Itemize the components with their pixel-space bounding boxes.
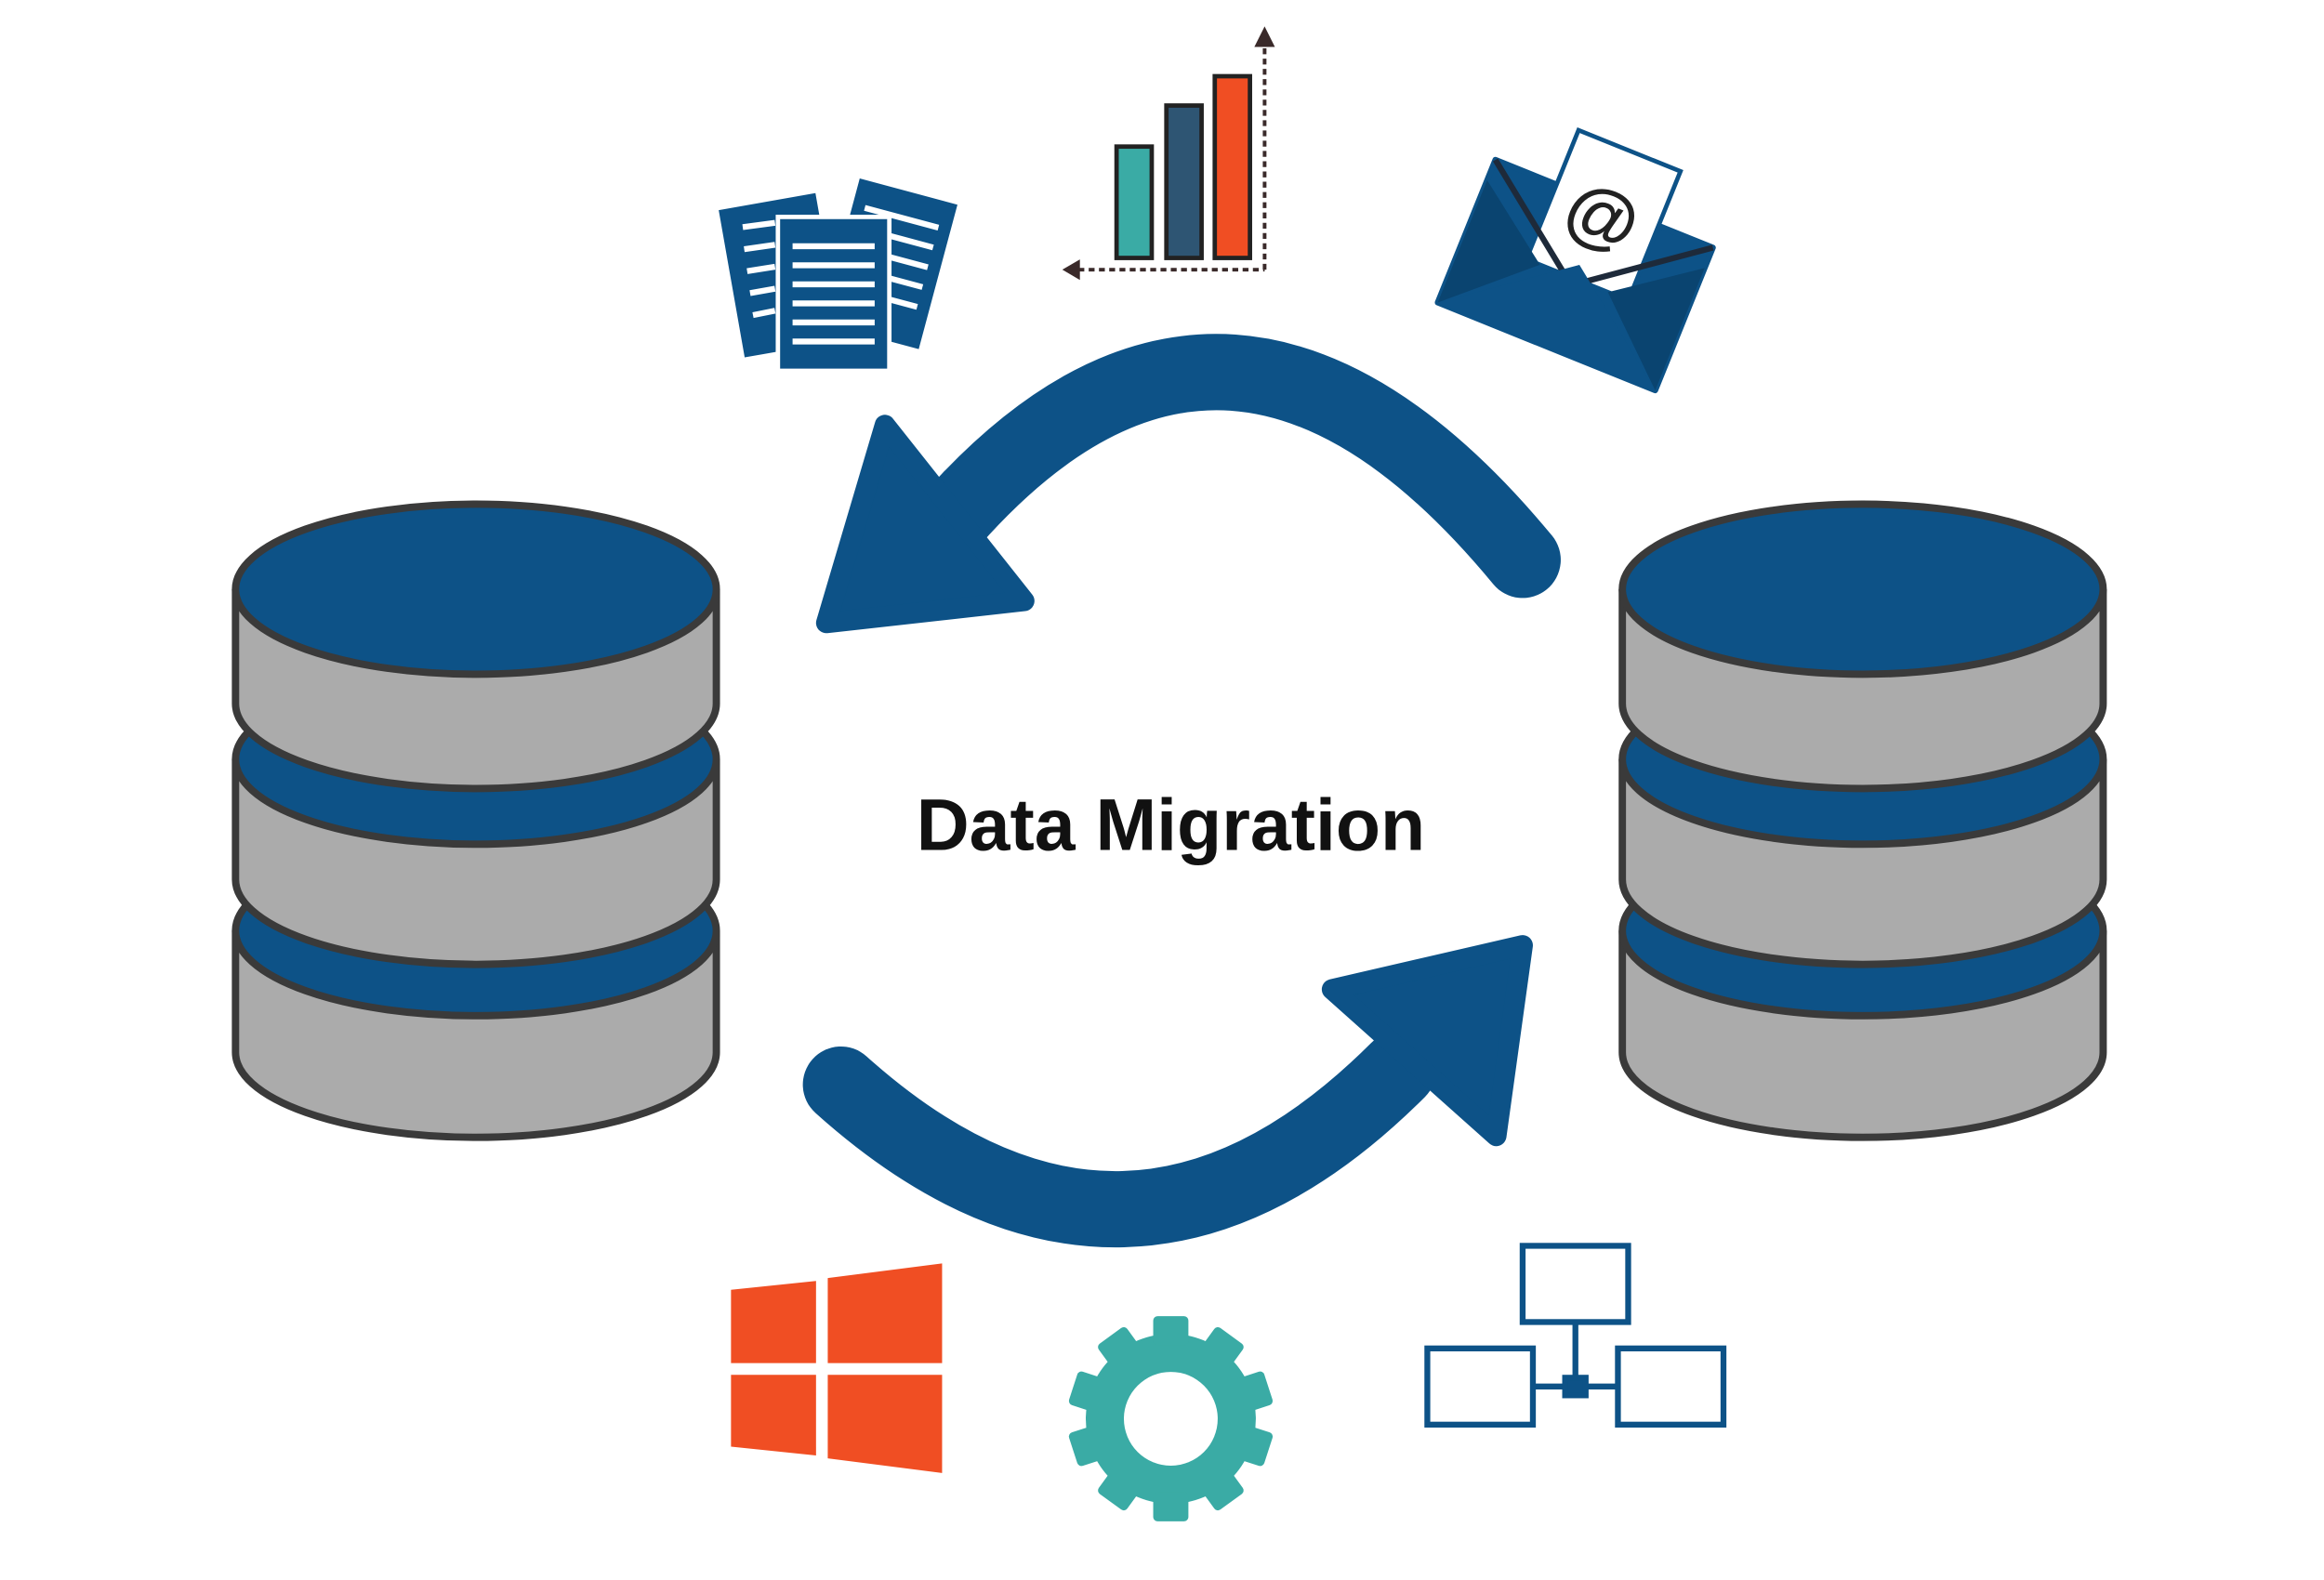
email-icon: @ bbox=[1434, 126, 1716, 394]
diagram-title: Data Migration bbox=[917, 784, 1425, 866]
gear-icon bbox=[1068, 1316, 1274, 1521]
arrow-left-icon bbox=[815, 334, 1561, 634]
windows-icon bbox=[731, 1263, 943, 1473]
bar-chart-icon bbox=[1062, 26, 1275, 281]
arrow-right-icon bbox=[802, 935, 1533, 1248]
database-target-icon bbox=[1618, 500, 2107, 1141]
database-source-icon bbox=[231, 500, 720, 1141]
network-diagram-icon bbox=[1424, 1243, 1727, 1428]
documents-icon bbox=[713, 173, 963, 374]
